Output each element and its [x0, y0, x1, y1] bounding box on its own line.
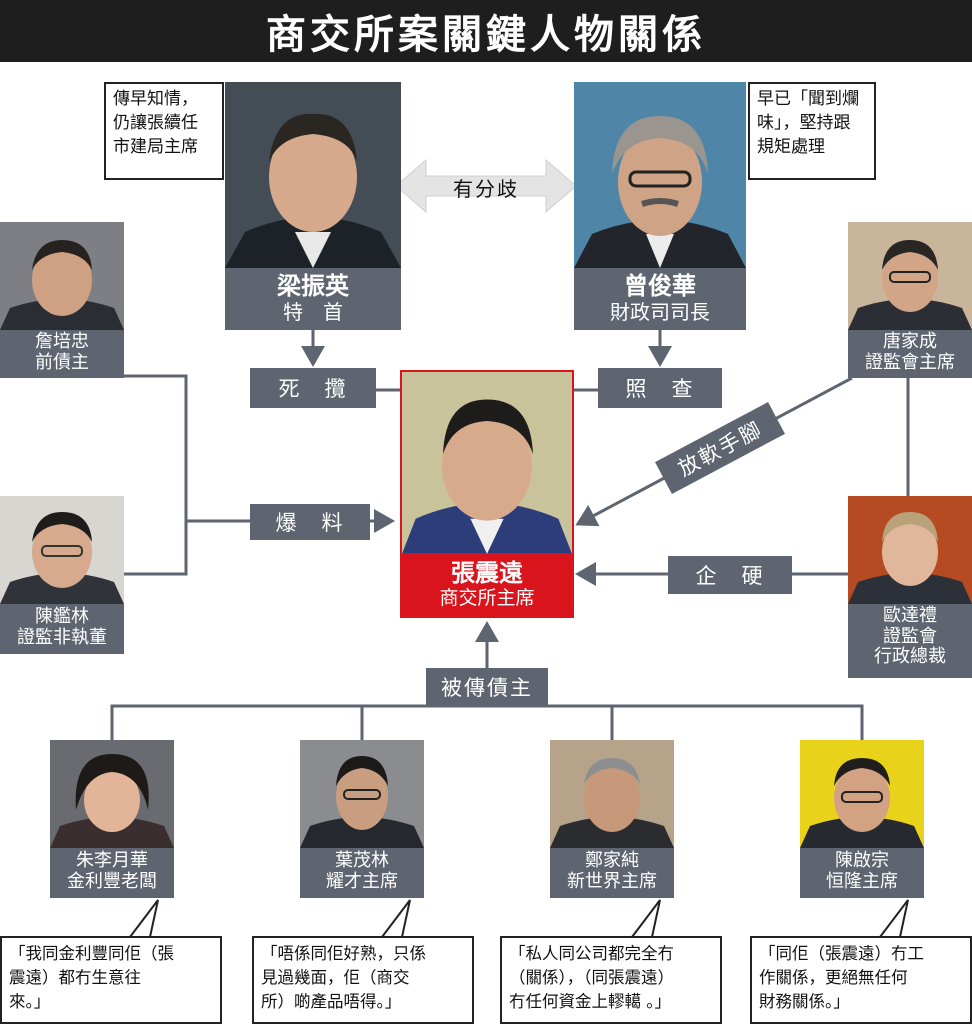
relation-creditors: 被傳債主 — [426, 668, 548, 706]
yip-quote: 「唔係同佢好熟，只係見過幾面，佢（商交所）啲產品唔得。」 — [252, 936, 474, 1024]
page-title: 商交所案關鍵人物關係 — [266, 12, 706, 58]
cheung-label: 張震遠 商交所主席 — [400, 556, 574, 618]
title-bar: 商交所案關鍵人物關係 — [0, 0, 972, 62]
quote-tail-yip — [381, 899, 411, 938]
relation-disagree: 有分歧 — [453, 176, 519, 201]
cheng-quote: 「私人同公司都完全冇（關係），（同張震遠）冇任何資金上轇轕 。」 — [500, 936, 722, 1024]
relation-investigate: 照 查 — [598, 368, 722, 408]
tsang-note: 早已「聞到爛味」，堅持跟規矩處理 — [748, 82, 876, 180]
quote-tail-chu — [129, 899, 159, 938]
cheung-photo — [400, 370, 574, 556]
chu-photo — [50, 740, 174, 848]
tsang-photo — [574, 82, 746, 268]
quote-tail-cheng — [631, 899, 661, 938]
relation-protect: 死 攬 — [250, 368, 376, 408]
left-bracket-line — [96, 374, 188, 576]
cheng-photo — [550, 740, 674, 848]
tsang-label: 曾俊華 財政司司長 — [574, 268, 746, 330]
yip-label: 葉茂林 耀才主席 — [300, 848, 424, 898]
chim-photo — [0, 222, 124, 330]
cheng-label: 鄭家純 新世界主席 — [550, 848, 674, 898]
tong-label: 唐家成 證監會主席 — [848, 330, 972, 378]
leung-label: 梁振英 特 首 — [225, 268, 401, 330]
yip-photo — [300, 740, 424, 848]
chan-ronnie-photo — [800, 740, 924, 848]
tong-photo — [848, 222, 972, 330]
relation-tough: 企 硬 — [668, 556, 792, 594]
chu-label: 朱李月華 金利豐老闆 — [50, 848, 174, 898]
chan-ronnie-label: 陳啟宗 恒隆主席 — [800, 848, 924, 898]
chan-kl-photo — [0, 496, 124, 604]
chim-label: 詹培忠 前債主 — [0, 330, 124, 378]
alder-label: 歐達禮 證監會 行政總裁 — [848, 604, 972, 678]
chu-quote: 「我同金利豐同佢（張震遠）都冇生意往來。」 — [0, 936, 222, 1024]
chan-kl-label: 陳鑑林 證監非執董 — [0, 604, 124, 654]
relation-leak: 爆 料 — [250, 504, 370, 540]
leung-photo — [225, 82, 401, 268]
chan-ronnie-quote: 「同佢（張震遠）冇工作關係，更絕無任何財務關係。」 — [750, 936, 972, 1024]
creditors-tree-line — [110, 704, 864, 740]
quote-tail-chan — [879, 899, 909, 938]
leung-note: 傳早知情，仍讓張續任市建局主席 — [104, 82, 224, 180]
alder-photo — [848, 496, 972, 604]
